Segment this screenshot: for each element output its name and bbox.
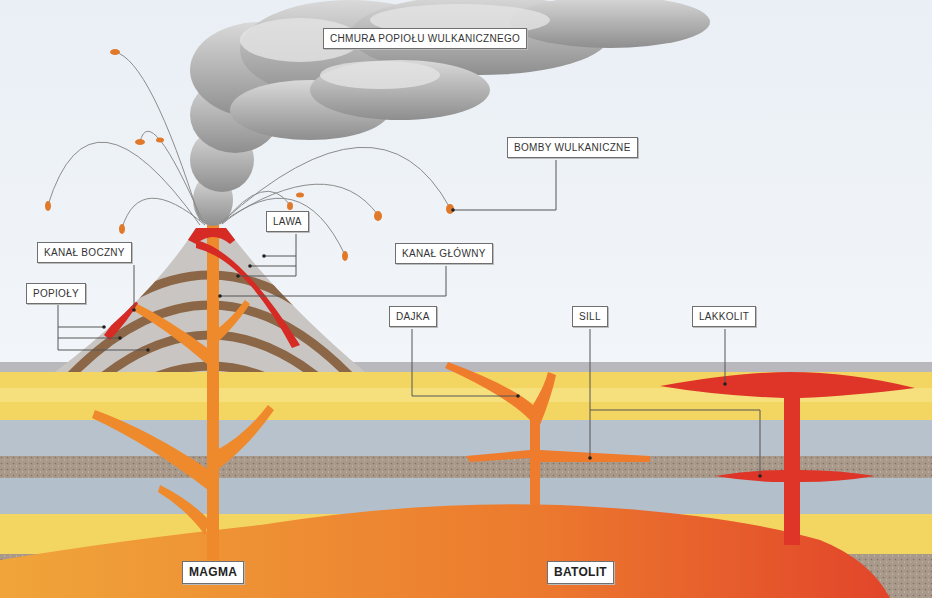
label-box: BATOLIT <box>547 561 614 584</box>
label-text: KANAŁ GŁÓWNY <box>402 247 486 260</box>
label-box: KANAŁ GŁÓWNY <box>395 243 493 264</box>
label-box: MAGMA <box>182 561 244 584</box>
label-box: LAKKOLIT <box>692 306 756 327</box>
label-text: LAWA <box>273 215 302 228</box>
label-box: CHMURA POPIOŁU WULKANICZNEGO <box>323 28 527 49</box>
label-text: MAGMA <box>189 565 237 580</box>
label-box: POPIOŁY <box>26 283 86 304</box>
label-text: CHMURA POPIOŁU WULKANICZNEGO <box>330 32 520 45</box>
label-box: KANAŁ BOCZNY <box>37 242 132 263</box>
label-text: POPIOŁY <box>33 287 79 300</box>
label-text: DAJKA <box>396 310 430 323</box>
label-box: BOMBY WULKANICZNE <box>507 137 638 158</box>
label-box: SILL <box>572 306 608 327</box>
label-box: DAJKA <box>389 306 437 327</box>
label-text: KANAŁ BOCZNY <box>44 246 125 259</box>
label-text: LAKKOLIT <box>699 310 749 323</box>
label-box: LAWA <box>266 211 309 232</box>
label-text: BOMBY WULKANICZNE <box>514 141 631 154</box>
label-text: BATOLIT <box>554 565 607 580</box>
label-text: SILL <box>579 310 601 323</box>
